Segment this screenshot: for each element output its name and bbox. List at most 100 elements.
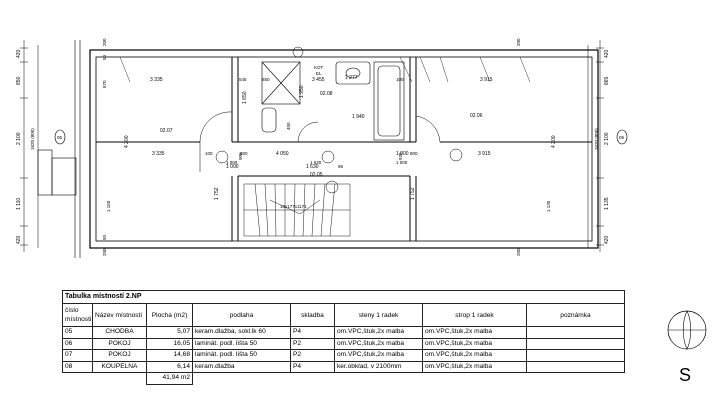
- outer-walls: [74, 40, 599, 258]
- cell-number: 06: [62, 337, 93, 350]
- header-walls: steny 1 radek: [334, 303, 423, 327]
- staircase: [243, 183, 351, 237]
- left-dim-0: 420: [16, 49, 22, 58]
- dim-0208-v2: 1 950: [299, 85, 305, 98]
- dim-0207-bottom: 3 335: [152, 151, 165, 157]
- header-ceiling: strop 1 radek: [422, 303, 527, 327]
- total-row: 41,94 m2: [62, 372, 625, 385]
- cell-number: 05: [62, 326, 93, 339]
- small-dim-11: 1 135: [546, 200, 551, 212]
- room-label-0208: 02.08: [320, 91, 333, 97]
- cell-composition: P2: [290, 349, 335, 362]
- right-dim-4: 420: [604, 235, 610, 244]
- small-dim-5: 50: [102, 54, 107, 60]
- cell-ceiling: om.VPC,štuk,2x malba: [422, 326, 527, 339]
- small-dim-12: 200: [102, 38, 107, 46]
- left-dim-4: 420: [16, 235, 22, 244]
- dim-0206-height: 4 200: [551, 135, 557, 148]
- dim-0205-d: 1 752: [214, 187, 220, 200]
- table-row: 07 POKOJ 14,68 laminát. podl. lišta 50 P…: [62, 349, 625, 362]
- left-dim-2: 2 100: [16, 132, 22, 145]
- small-dim-20: 1 630: [310, 160, 322, 165]
- cell-composition: P4: [290, 360, 335, 373]
- dim-0208-mid: 1 940: [352, 114, 365, 120]
- small-dim-15: 200: [516, 248, 521, 256]
- cell-area: 5,07: [146, 326, 193, 339]
- right-total-dim: 1620 (800): [594, 128, 599, 150]
- dim-0208-right: 1 277: [345, 75, 358, 81]
- cell-number: 08: [62, 360, 93, 373]
- doors: [199, 111, 441, 172]
- room-label-0205: 02.05: [310, 172, 323, 178]
- cell-walls: om.VPC,štuk,2x malba: [334, 349, 423, 362]
- room-table: Tabulka místností 2.NP číslo místnosti N…: [62, 290, 625, 385]
- total-area: 41,94 m2: [146, 372, 193, 385]
- cell-name: POKOJ: [92, 349, 147, 362]
- kot-label: KOT: [314, 65, 324, 70]
- cell-name: CHODBA: [92, 326, 147, 339]
- small-dim-1: 850: [262, 77, 270, 82]
- small-dim-18: 1 000: [226, 160, 238, 165]
- cell-name: POKOJ: [92, 337, 147, 350]
- cell-note: [526, 360, 625, 373]
- small-dim-9: 930: [398, 152, 403, 160]
- total-spacer: [192, 372, 625, 384]
- axis-markers: [54, 129, 628, 145]
- left-axis-label: 05: [57, 135, 63, 140]
- cell-area: 16,05: [146, 337, 193, 350]
- header-area: Plocha (m2): [146, 303, 193, 327]
- cell-ceiling: om.VPC,štuk,2x malba: [422, 349, 527, 362]
- small-dim-16: 870: [102, 80, 107, 88]
- small-dim-17: 800: [240, 151, 248, 156]
- partitions: [96, 57, 592, 241]
- dim-0208-top: 3 455: [312, 77, 325, 83]
- cell-floor: keram.dlažba: [192, 360, 291, 373]
- column-symbols: [215, 46, 463, 194]
- cell-area: 14,68: [146, 349, 193, 362]
- total-spacer: [92, 372, 147, 384]
- cell-ceiling: om.VPC,štuk,2x malba: [422, 337, 527, 350]
- window-hatching: [119, 56, 531, 83]
- compass-icon: [667, 310, 707, 350]
- small-dim-2: 100: [396, 77, 404, 82]
- small-dim-14: 200: [516, 38, 521, 46]
- dim-0205-e: 1 752: [410, 187, 416, 200]
- cell-floor: laminát. podl. lišta 50: [192, 337, 291, 350]
- right-axis-label: 05: [619, 135, 625, 140]
- right-dim-2: 2 100: [604, 132, 610, 145]
- dim-0206-bottom: 3 915: [478, 151, 491, 157]
- dim-0206-top: 3 915: [480, 77, 493, 83]
- small-dim-21: 800: [410, 151, 418, 156]
- total-spacer: [62, 372, 93, 384]
- left-balcony: [37, 149, 77, 196]
- header-composition: skladba: [290, 303, 335, 327]
- small-dim-0: 545: [239, 77, 247, 82]
- cell-area: 6,14: [146, 360, 193, 373]
- cell-note: [526, 349, 625, 362]
- header-note: poznámka: [526, 303, 625, 327]
- bathroom-fixtures: [261, 61, 405, 141]
- cell-note: [526, 326, 625, 339]
- left-dim-1: 850: [16, 76, 22, 85]
- small-dim-13: 200: [102, 248, 107, 256]
- right-dim-0: 420: [604, 49, 610, 58]
- north-letter: S: [679, 365, 692, 385]
- header-floor: podlaha: [192, 303, 291, 327]
- cell-composition: P4: [290, 326, 335, 339]
- header-number: číslo místnosti: [62, 303, 93, 327]
- room-label-0206: 02.06: [470, 113, 483, 119]
- small-dim-6: 50: [102, 234, 107, 240]
- cell-number: 07: [62, 349, 93, 362]
- left-dimension-chain: [20, 40, 39, 252]
- small-dim-7: 450: [286, 122, 291, 130]
- right-dim-1: 865: [604, 76, 610, 85]
- dim-0205-a: 1 000: [226, 164, 239, 170]
- dim-0207-height: 4 200: [124, 135, 130, 148]
- right-dim-3: 1 135: [604, 197, 610, 210]
- cell-composition: P2: [290, 337, 335, 350]
- right-dimension-chain: [587, 40, 604, 252]
- left-dim-3: 1 110: [16, 198, 22, 210]
- cell-ceiling: om.VPC,štuk,2x malba: [422, 360, 527, 373]
- cell-walls: om.VPC,štuk,2x malba: [334, 337, 423, 350]
- floor-plan: 02.07 02.08 02.06 02.05 3 335 3 335 4 20…: [16, 38, 628, 258]
